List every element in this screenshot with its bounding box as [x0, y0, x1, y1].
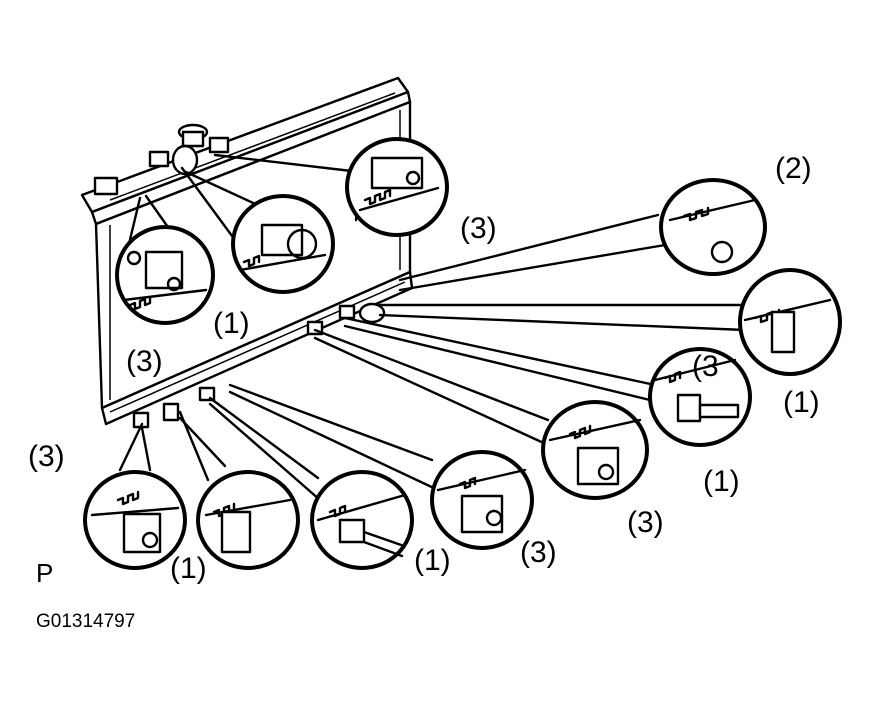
label-top-left-inner: (1): [213, 307, 250, 340]
detail-bubble-bottom-left-mid: [196, 470, 300, 570]
detail-bubble-top-center: [345, 137, 449, 237]
label-bottom-left-3: (3): [28, 440, 65, 473]
label-bottom-right-3: (3): [627, 506, 664, 539]
figure-id: G01314797: [36, 611, 135, 632]
detail-bubble-bottom-mid: [310, 470, 414, 570]
label-right-far: (1): [783, 386, 820, 419]
label-right-low: (1): [703, 465, 740, 498]
label-top-upper-clip: (2): [775, 152, 812, 185]
view-letter: P: [36, 558, 53, 588]
label-bottom-left-1: (1): [170, 552, 207, 585]
leader-lines: [118, 153, 747, 502]
detail-bubble-right-upper: [659, 178, 767, 276]
detail-bubble-top-mid: [231, 194, 335, 294]
detail-bubble-bottom-left: [83, 470, 187, 570]
label-bottom-mid-1: (1): [414, 544, 451, 577]
detail-bubble-top-left: [115, 225, 215, 325]
label-bottom-mid-3: (3): [520, 536, 557, 569]
detail-bubble-right-low: [648, 347, 752, 447]
label-top-left-outer: (3): [126, 345, 163, 378]
label-top-mid: (3): [460, 212, 497, 245]
detail-bubble-bottom-right: [541, 400, 649, 500]
detail-bubble-right-mid: [738, 268, 842, 376]
detail-bubble-bottom-center: [430, 450, 534, 550]
label-right-inner-overlap: (3: [692, 350, 719, 383]
callout-labels: (2) (3) (1) (3) (3 (1) (1) (3) (3) (1) (…: [28, 152, 820, 585]
